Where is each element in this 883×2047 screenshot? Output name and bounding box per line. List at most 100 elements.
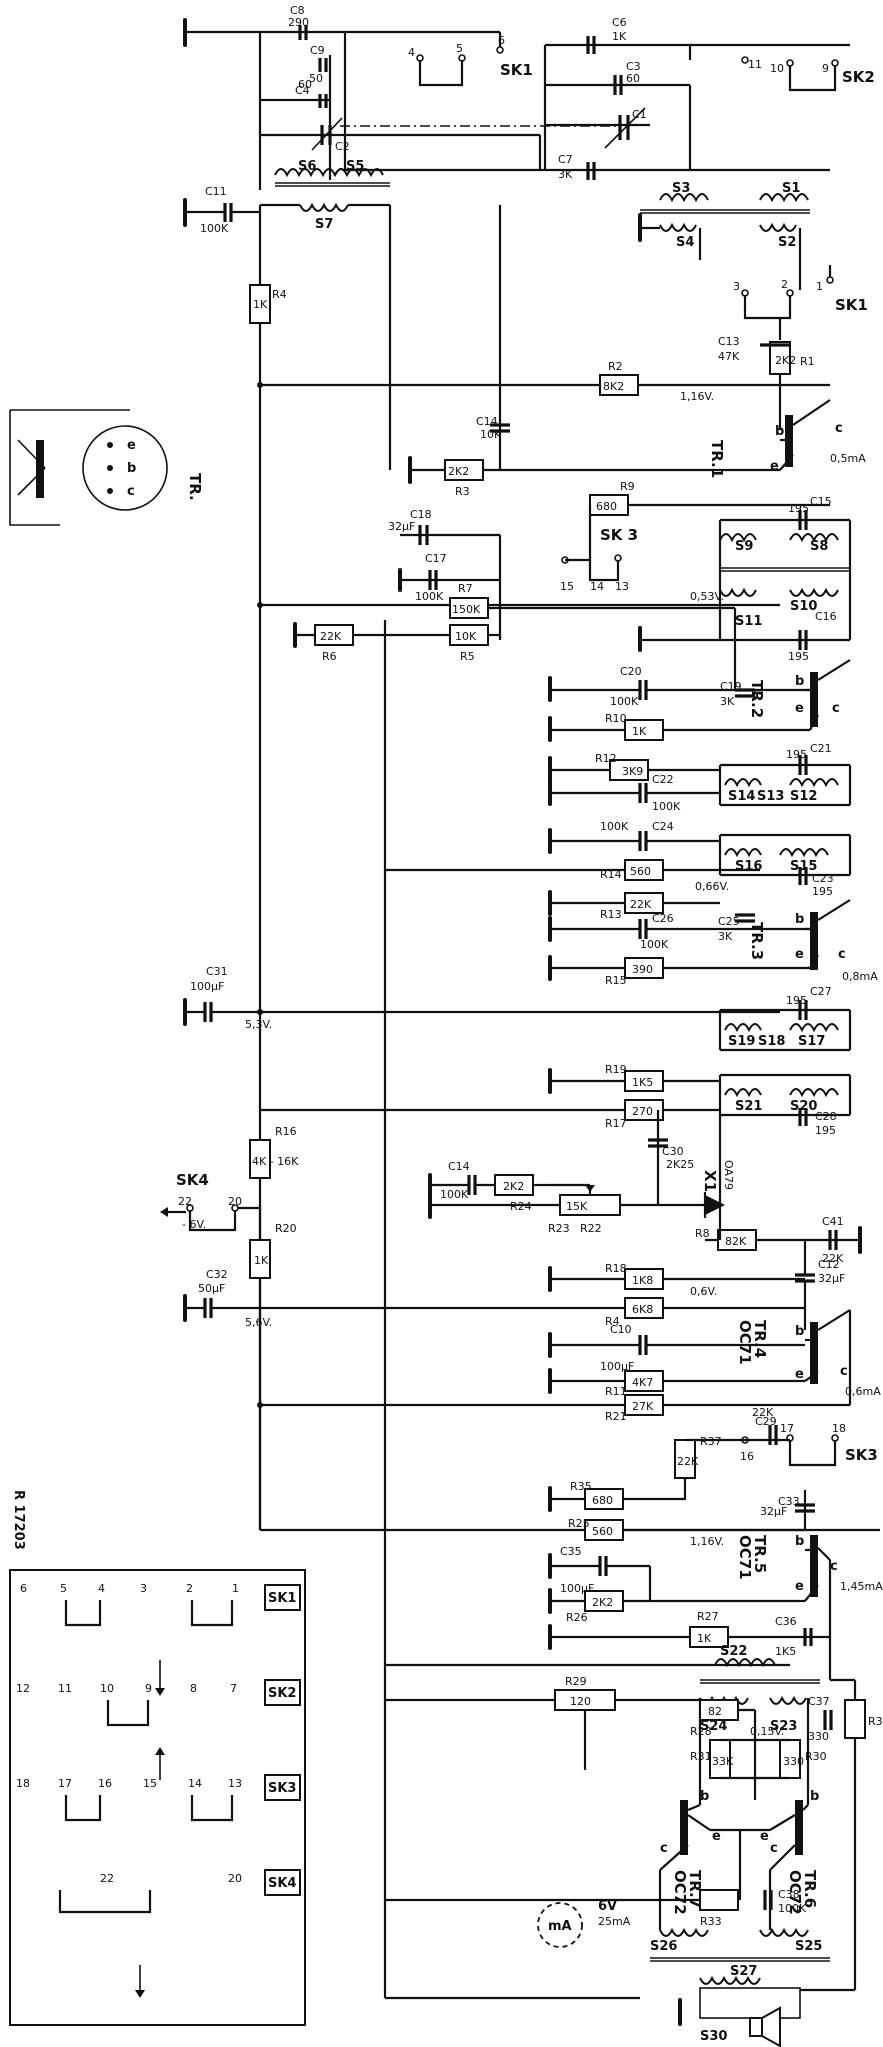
coil-s17: S17 xyxy=(798,1034,825,1049)
c16-ref: C16 xyxy=(815,610,837,623)
voltage-s10: 0,53V. xyxy=(690,590,724,603)
pinout-title: TR. xyxy=(186,473,204,501)
c13-ref: C13 xyxy=(718,335,740,348)
r10-value: 1K xyxy=(632,725,647,738)
resistor-r20 xyxy=(249,1239,271,1279)
tr3-b: b xyxy=(795,912,804,927)
switch-sk3-top[interactable]: 680 R9 15 14 13 SK 3 xyxy=(560,480,830,593)
r35-ref: R35 xyxy=(570,1480,592,1493)
meter-supply: 6V xyxy=(598,1899,617,1914)
loudspeaker-label: S30 xyxy=(700,2029,727,2044)
stage-tr2: C20 100K 1K R10 C19 3K b e c TR.2 xyxy=(548,608,851,742)
c14-ref: C14 xyxy=(476,415,498,428)
r18-ref: R18 xyxy=(605,1262,627,1275)
resistor-r4 xyxy=(249,284,271,324)
table-cell-8: 8 xyxy=(190,1682,197,1695)
table-cell-1: 1 xyxy=(232,1582,239,1595)
c24-ref: C24 xyxy=(652,820,674,833)
coil-s27: S27 xyxy=(730,1964,757,1979)
c25-ref: C25 xyxy=(718,915,740,928)
r11-ref: R11 xyxy=(605,1385,627,1398)
table-cell-22: 22 xyxy=(100,1872,114,1885)
coil-s14: S14 xyxy=(728,789,755,804)
c19-ref: C19 xyxy=(720,680,742,693)
sk2-contact-10: 10 xyxy=(770,62,784,75)
sk4-label: SK4 xyxy=(176,1171,209,1189)
r19-value: 1K5 xyxy=(632,1076,653,1089)
tr6-c: c xyxy=(770,1841,778,1856)
stage-tr4: 82K R8 C41 22K C12 32µF 1K8 R18 6K8 R4 0… xyxy=(260,1205,881,1423)
tr1-e: e xyxy=(770,459,779,474)
r9-ref: R9 xyxy=(620,480,635,493)
tr4-e: e xyxy=(795,1367,804,1382)
switch-sk3-bottom[interactable]: 16 17 18 SK3 xyxy=(740,1422,878,1467)
table-cell-9: 9 xyxy=(145,1682,152,1695)
coil-s23: S23 xyxy=(770,1719,797,1734)
r1-ref: R1 xyxy=(800,355,815,368)
voltage-output-bias: 0,15V. xyxy=(750,1725,784,1738)
tr2-c: c xyxy=(832,701,840,716)
r20-value: 1K xyxy=(254,1254,269,1267)
c24-value: 100K xyxy=(600,820,629,833)
coil-s22: S22 xyxy=(720,1644,747,1659)
c14-value: 10K xyxy=(480,428,502,441)
decoupling-c31: C31 100µF 5,3V. xyxy=(183,965,272,1031)
c41-value: 22K xyxy=(822,1252,844,1265)
c20-ref: C20 xyxy=(620,665,642,678)
voltage-tr3-base: 0,66V. xyxy=(695,880,729,893)
switch-sk4[interactable]: 22 20 SK4 - 6V. xyxy=(160,1171,260,1232)
r15-value: 390 xyxy=(632,963,653,976)
c10-value: 100µF xyxy=(600,1360,634,1373)
voltage-rail-1: 5,3V. xyxy=(245,1018,272,1031)
sk3b-label: SK3 xyxy=(845,1446,878,1464)
switch-sk1-top[interactable]: 4 5 6 SK1 xyxy=(408,32,533,87)
c8-value: 290 xyxy=(288,16,309,29)
tr5-current: 1,45mA xyxy=(840,1580,883,1593)
r16-ref: R16 xyxy=(275,1125,297,1138)
r30-ref: R30 xyxy=(805,1750,827,1763)
stage-tr3: 22K R13 C26 100K C25 3K 390 R15 b e c TR… xyxy=(548,890,878,987)
c11-ref: C11 xyxy=(205,185,227,198)
coil-s24: S24 xyxy=(700,1719,727,1734)
tr6-e: e xyxy=(760,1829,769,1844)
c26-value: 100K xyxy=(640,938,669,951)
c4-value: 60 xyxy=(298,78,312,91)
r8-ref: R8 xyxy=(695,1227,710,1240)
r4-ref: R4 xyxy=(272,288,287,301)
c26-ref: C26 xyxy=(652,912,674,925)
sk1-contact-4: 4 xyxy=(408,46,415,59)
switch-sk2-top[interactable]: 9 10 SK2 xyxy=(770,59,875,92)
c15-ref: C15 xyxy=(810,495,832,508)
switch-sk1-mid[interactable]: 3 2 1 SK1 xyxy=(733,265,868,320)
c29-value: 22K xyxy=(752,1406,774,1419)
c32-value: 50µF xyxy=(198,1282,225,1295)
r17-value: 270 xyxy=(632,1105,653,1118)
table-cell-3: 3 xyxy=(140,1582,147,1595)
c17-value: 100K xyxy=(415,590,444,603)
output-bias-network: 120 R29 82 R28 0,15V. 33K R31 330 R30 xyxy=(385,1675,827,1800)
table-header-sk2: SK2 xyxy=(268,1686,296,1701)
tr5-e: e xyxy=(795,1579,804,1594)
c22-ref: C22 xyxy=(652,773,674,786)
drawing-reference: R 17203 xyxy=(11,1490,26,1550)
if-transformer-3: S16 S15 C23 195 C24 100K 560 R14 0,66V. xyxy=(385,820,852,898)
resistor-r2 xyxy=(599,374,639,396)
output-transformer: S26 S25 S27 S30 xyxy=(650,1870,855,2047)
sk3-contact-18: 18 xyxy=(832,1422,846,1435)
r24-value: 2K2 xyxy=(503,1180,524,1193)
c36-ref: C36 xyxy=(775,1615,797,1628)
c3-ref: C3 xyxy=(626,60,641,73)
tr4-c: c xyxy=(840,1364,848,1379)
c18-ref: C18 xyxy=(410,508,432,521)
resistor-r21 xyxy=(624,1394,664,1416)
c17-ref: C17 xyxy=(425,552,447,565)
c36-value: 1K5 xyxy=(775,1645,796,1658)
bias-network-1: 150K R7 10K R5 22K R6 1K R4 xyxy=(249,284,735,663)
c11-value: 100K xyxy=(200,222,229,235)
sk1-contact-6: 6 xyxy=(498,34,505,47)
coil-s2: S2 xyxy=(778,235,796,250)
current-meter: mA 6V 25mA xyxy=(537,1899,631,1948)
r17-ref: R17 xyxy=(605,1117,627,1130)
resistor-r16 xyxy=(249,1139,271,1179)
